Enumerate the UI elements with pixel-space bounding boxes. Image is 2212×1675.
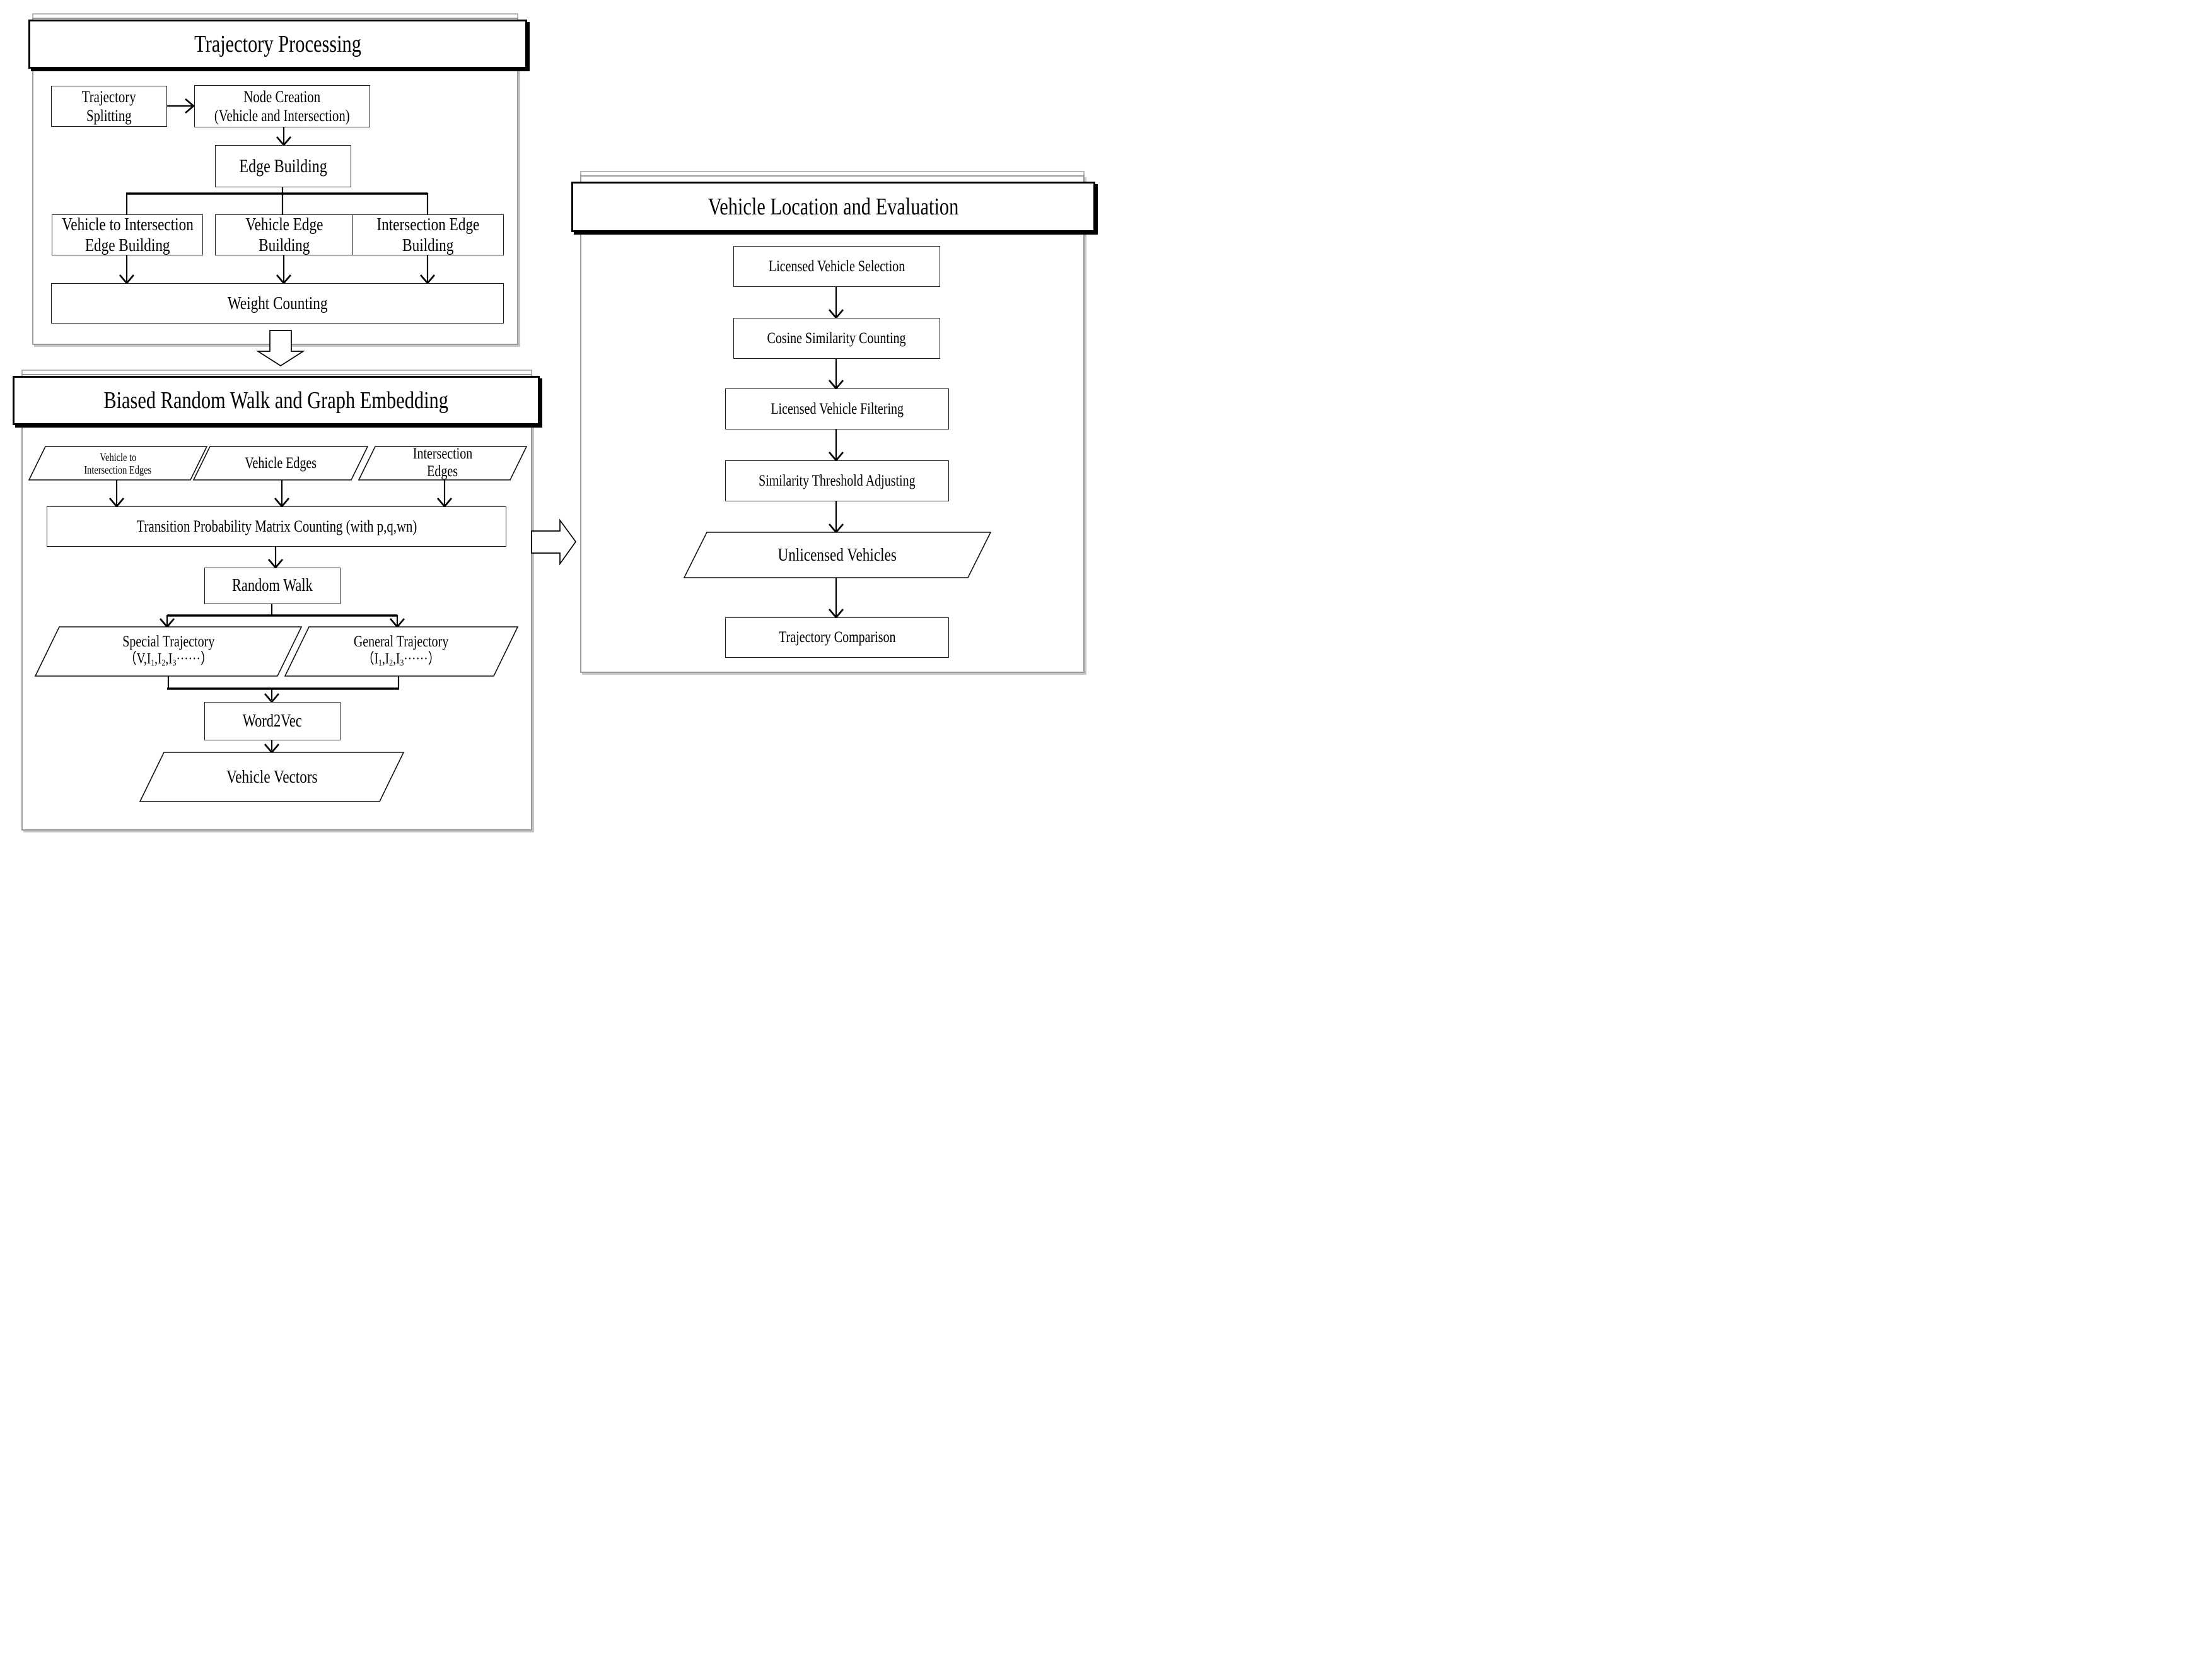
big-right-arrow <box>531 518 577 566</box>
node-creation-line2: (Vehicle and Intersection) <box>214 106 350 125</box>
edge-building-label: Edge Building <box>239 155 327 177</box>
biased-random-walk-title-bar: Biased Random Walk and Graph Embedding <box>13 376 540 425</box>
word2vec-label: Word2Vec <box>242 711 302 731</box>
v2i-edge-building-line1: Vehicle to Intersection <box>61 214 194 235</box>
cosine-similarity-counting-label: Cosine Similarity Counting <box>767 329 906 347</box>
weight-counting-box: Weight Counting <box>51 283 504 324</box>
random-walk-box: Random Walk <box>204 568 341 604</box>
intersection-edge-building-box: Intersection Edge Building <box>352 214 504 255</box>
transition-matrix-box: Transition Probability Matrix Counting (… <box>47 506 506 547</box>
trajectory-comparison-label: Trajectory Comparison <box>778 629 896 646</box>
trajectory-comparison-box: Trajectory Comparison <box>725 617 949 658</box>
vehicle-edge-building-line2: Building <box>259 235 310 255</box>
edge-building-box: Edge Building <box>215 145 351 187</box>
trajectory-splitting-line1: Trajectory <box>82 88 136 107</box>
licensed-vehicle-filtering-box: Licensed Vehicle Filtering <box>725 388 949 429</box>
vehicle-edges-label: Vehicle Edges <box>205 446 356 480</box>
transition-matrix-label: Transition Probability Matrix Counting (… <box>136 517 417 536</box>
weight-counting-label: Weight Counting <box>227 293 328 313</box>
v2i-edges-line2: Intersection Edges <box>84 464 152 476</box>
similarity-threshold-adjusting-box: Similarity Threshold Adjusting <box>725 460 949 501</box>
trajectory-processing-title-bar: Trajectory Processing <box>28 20 527 69</box>
vehicle-vectors-text: Vehicle Vectors <box>226 767 318 788</box>
general-trajectory-line1: General Trajectory <box>353 633 449 650</box>
v2i-edges-label: Vehicle to Intersection Edges <box>42 449 194 478</box>
trajectory-splitting-box: Trajectory Splitting <box>51 86 167 127</box>
node-creation-box: Node Creation (Vehicle and Intersection) <box>194 85 370 127</box>
vehicle-edge-building-box: Vehicle Edge Building <box>215 214 354 255</box>
random-walk-label: Random Walk <box>232 576 313 596</box>
intersection-edges-label: Intersection Edges <box>367 445 518 481</box>
biased-random-walk-title: Biased Random Walk and Graph Embedding <box>103 387 449 414</box>
vehicle-edge-building-line1: Vehicle Edge <box>245 214 323 235</box>
vehicle-location-title-bar: Vehicle Location and Evaluation <box>571 182 1095 232</box>
trajectory-processing-title: Trajectory Processing <box>194 31 361 57</box>
intersection-edges-line1: Intersection <box>412 445 473 462</box>
word2vec-box: Word2Vec <box>204 702 341 740</box>
vehicle-edges-text: Vehicle Edges <box>245 454 317 472</box>
unlicensed-vehicles-label: Unlicensed Vehicles <box>711 538 963 573</box>
flowchart-canvas: Trajectory Processing Biased Random Walk… <box>0 0 1106 838</box>
v2i-edge-building-line2: Edge Building <box>84 235 170 255</box>
vehicle-location-title: Vehicle Location and Evaluation <box>707 194 959 220</box>
similarity-threshold-adjusting-label: Similarity Threshold Adjusting <box>759 472 916 489</box>
special-trajectory-line1: Special Trajectory <box>122 633 215 650</box>
trajectory-splitting-line2: Splitting <box>86 106 132 125</box>
v2i-edge-building-box: Vehicle to Intersection Edge Building <box>52 214 203 255</box>
special-trajectory-line2: （V,I1,I2,I3······） <box>124 650 212 668</box>
licensed-vehicle-filtering-label: Licensed Vehicle Filtering <box>771 400 904 417</box>
intersection-edge-building-line1: Intersection Edge <box>376 214 480 235</box>
unlicensed-vehicles-text: Unlicensed Vehicles <box>777 545 897 566</box>
cosine-similarity-counting-box: Cosine Similarity Counting <box>733 318 940 359</box>
licensed-vehicle-selection-box: Licensed Vehicle Selection <box>733 246 940 287</box>
licensed-vehicle-selection-label: Licensed Vehicle Selection <box>768 257 905 275</box>
intersection-edges-line2: Edges <box>427 463 458 480</box>
node-creation-line1: Node Creation <box>243 88 321 107</box>
v2i-edges-line1: Vehicle to <box>99 450 136 464</box>
general-trajectory-line2: （I1,I2,I3······） <box>362 650 440 668</box>
general-trajectory-label: General Trajectory （I1,I2,I3······） <box>294 631 508 671</box>
special-trajectory-label: Special Trajectory （V,I1,I2,I3······） <box>61 631 276 671</box>
vehicle-vectors-label: Vehicle Vectors <box>183 760 360 795</box>
intersection-edge-building-line2: Building <box>402 235 454 255</box>
